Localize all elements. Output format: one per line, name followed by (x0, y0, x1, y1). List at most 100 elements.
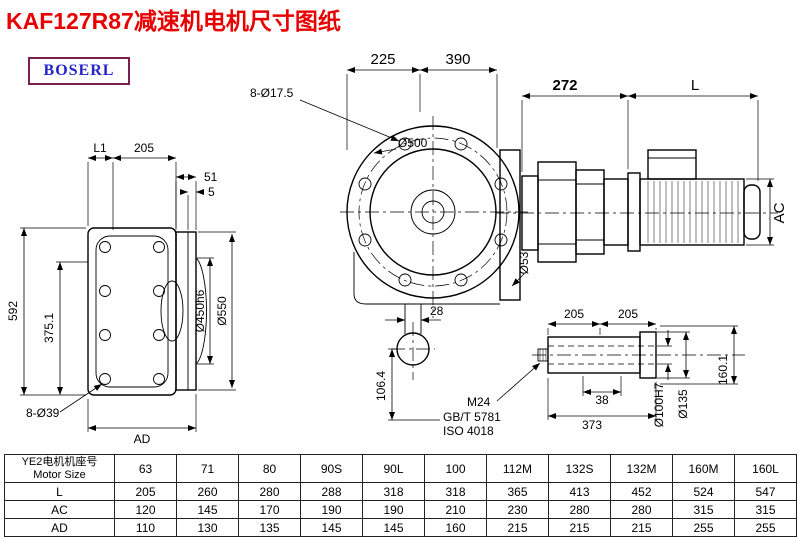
dim-label-225: 225 (370, 51, 395, 68)
shaft-boss (160, 280, 184, 342)
row-label-ac: AC (4, 500, 115, 519)
dim-label-l1: L1 (93, 141, 107, 155)
table-cell: 315 (672, 500, 735, 519)
dim-label-28: 28 (430, 304, 444, 318)
table-cell: 190 (362, 500, 425, 519)
technical-drawing: L1 205 51 5 592 375.1 Ø450h6 Ø550 8-Ø39 (6, 51, 788, 446)
column-header: 71 (176, 454, 239, 483)
dim-label-ad: AD (134, 432, 151, 446)
table-row-l: L 205 260 280 288 318 318 365 413 452 52… (4, 482, 797, 501)
table-cell: 288 (300, 482, 363, 501)
column-header: 112M (486, 454, 549, 483)
table-cell: 215 (548, 518, 611, 537)
table-cell: 318 (424, 482, 487, 501)
column-header: 132S (548, 454, 611, 483)
table-row-ac: AC 120 145 170 190 190 210 230 280 280 3… (4, 500, 797, 519)
dim-label-375-1: 375.1 (42, 313, 56, 343)
flange-spigot-arc (195, 257, 207, 365)
table-cell: 135 (238, 518, 301, 537)
dim-label-d450h6: Ø450h6 (193, 289, 207, 332)
main-flange-circle (346, 125, 520, 299)
table-cell: 170 (238, 500, 301, 519)
table-cell: 280 (238, 482, 301, 501)
motor-fins (647, 181, 739, 243)
table-cell: 547 (734, 482, 797, 501)
dim-label-d53: Ø53 (517, 251, 531, 274)
motor-body (639, 178, 745, 246)
dim-label-205: 205 (134, 141, 154, 155)
table-cell: 145 (300, 518, 363, 537)
dim-label-106-4: 106.4 (374, 371, 388, 401)
table-cell: 452 (610, 482, 673, 501)
adapter-housing (537, 161, 577, 263)
table-cell: 365 (486, 482, 549, 501)
motor-flange (627, 172, 641, 252)
page-title: KAF127R87减速机电机尺寸图纸 (6, 8, 341, 34)
std-label-iso: ISO 4018 (443, 424, 494, 438)
column-header: 90S (300, 454, 363, 483)
dim-label-d135: Ø135 (676, 389, 690, 419)
motor-size-table: YE2电机机座号 Motor Size 63 71 80 90S 90L 100… (4, 454, 797, 537)
dim-label-m24: M24 (467, 395, 491, 409)
column-header: 80 (238, 454, 301, 483)
front-view: 225 390 8-Ø17.5 Ø500 Ø53 28 106.4 (250, 51, 531, 421)
table-cell: 120 (114, 500, 177, 519)
table-cell: 280 (610, 500, 673, 519)
fan-cover (743, 184, 761, 240)
housing-bottom (353, 252, 500, 305)
dim-label-390: 390 (445, 51, 470, 68)
dim-label-205-b: 205 (618, 307, 638, 321)
dim-label-160-1: 160.1 (716, 355, 730, 385)
column-header: 132M (610, 454, 673, 483)
table-cell: 215 (610, 518, 673, 537)
mount-flange (499, 149, 521, 301)
column-header: 90L (362, 454, 425, 483)
table-cell: 210 (424, 500, 487, 519)
shaft-collar (639, 331, 657, 379)
table-cell: 145 (362, 518, 425, 537)
motor-view: 272 L AC (495, 77, 788, 263)
table-cell: 255 (672, 518, 735, 537)
header-label-en: Motor Size (33, 468, 86, 481)
column-header: 160L (734, 454, 797, 483)
table-cell: 190 (300, 500, 363, 519)
dim-label-38: 38 (595, 393, 609, 407)
housing-outline (87, 227, 177, 396)
dim-label-l: L (691, 77, 699, 94)
table-row-ad: AD 110 130 135 145 145 160 215 215 215 2… (4, 518, 797, 537)
column-header: 160M (672, 454, 735, 483)
housing-face (95, 235, 169, 388)
header-label-cn: YE2电机机座号 (21, 455, 98, 468)
table-cell: 524 (672, 482, 735, 501)
table-cell: 255 (734, 518, 797, 537)
column-header: 100 (424, 454, 487, 483)
table-header-row: YE2电机机座号 Motor Size 63 71 80 90S 90L 100… (4, 454, 797, 483)
column-header: 63 (114, 454, 177, 483)
table-cell: 110 (114, 518, 177, 537)
dim-label-373: 373 (582, 418, 602, 432)
table-cell: 205 (114, 482, 177, 501)
row-label-ad: AD (4, 518, 115, 537)
dim-label-592: 592 (6, 301, 20, 321)
table-cell: 145 (176, 500, 239, 519)
std-label-gb: GB/T 5781 (443, 410, 501, 424)
dim-label-205-a: 205 (564, 307, 584, 321)
terminal-box (647, 149, 697, 180)
dim-label-d500: Ø500 (398, 136, 428, 150)
dim-label-272: 272 (552, 77, 577, 94)
table-cell: 413 (548, 482, 611, 501)
dim-label-ac: AC (771, 202, 788, 223)
table-cell: 215 (486, 518, 549, 537)
table-cell: 318 (362, 482, 425, 501)
dim-label-8-d17-5: 8-Ø17.5 (250, 86, 294, 100)
table-cell: 280 (548, 500, 611, 519)
dim-label-5: 5 (208, 185, 215, 199)
table-cell: 315 (734, 500, 797, 519)
boserl-logo: BOSERL (28, 57, 130, 85)
table-header-motor-size: YE2电机机座号 Motor Size (4, 454, 115, 483)
table-cell: 230 (486, 500, 549, 519)
table-cell: 260 (176, 482, 239, 501)
dim-label-51: 51 (204, 170, 218, 184)
table-cell: 130 (176, 518, 239, 537)
